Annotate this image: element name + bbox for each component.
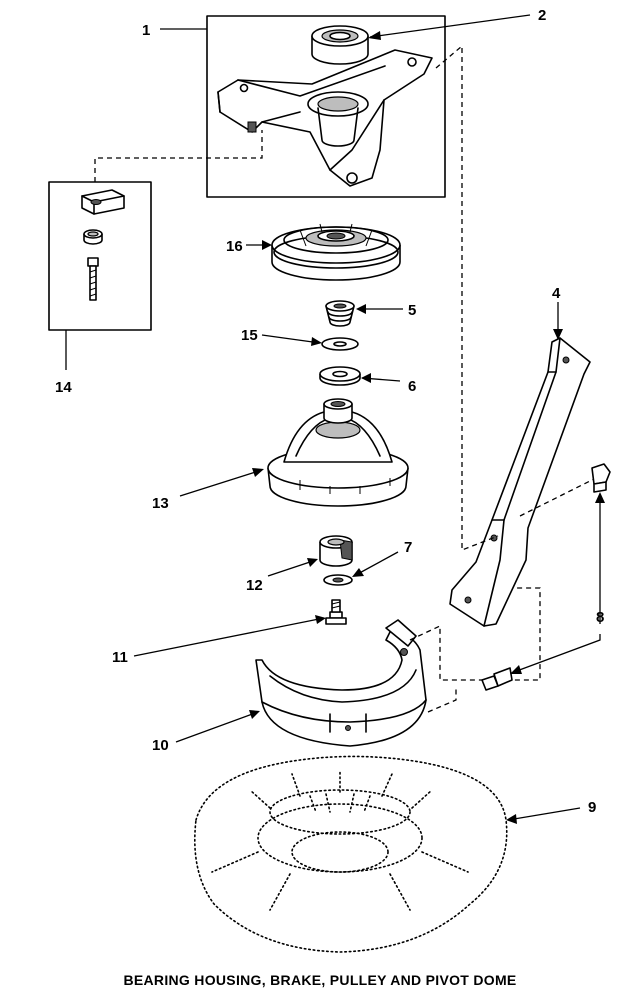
pivot-dome-part [194, 755, 508, 953]
bearing-housing-part [217, 49, 433, 187]
leader-15-arrow [311, 337, 322, 346]
callout-12: 12 [246, 577, 263, 594]
leader-15 [261, 334, 321, 344]
hardware-kit-frame [48, 181, 152, 331]
leader-8-arrow-up [595, 492, 605, 503]
spring-part [325, 300, 355, 327]
callout-14: 14 [55, 379, 72, 396]
hardware-kit-part [81, 189, 125, 301]
washer-6-part [319, 366, 361, 386]
support-bracket-part [449, 337, 591, 627]
callout-5: 5 [408, 302, 416, 319]
callout-15: 15 [241, 327, 258, 344]
leader-10 [175, 711, 259, 743]
leader-8-branch [513, 634, 601, 673]
washer-15-part [321, 337, 359, 351]
leader-9-arrow [506, 814, 517, 824]
callout-9: 9 [588, 799, 596, 816]
leader-13 [179, 469, 263, 497]
leader-13-arrow [252, 468, 264, 477]
hardware-kit-connector [94, 130, 263, 182]
leader-9 [507, 807, 581, 821]
bushing-part [319, 535, 353, 567]
callout-7: 7 [404, 539, 412, 556]
leader-6-arrow [361, 373, 371, 383]
leader-4-arrow [553, 329, 563, 340]
bearing-part [311, 25, 369, 65]
leader-12 [267, 559, 317, 577]
leader-11 [133, 617, 325, 657]
callout-4: 4 [552, 285, 561, 302]
callout-8: 8 [596, 609, 604, 626]
leader-8-arrow-down [510, 665, 522, 674]
washer-7-part [323, 574, 353, 586]
screw-part [325, 599, 347, 625]
brake-band-part [255, 619, 427, 747]
diagram-caption: BEARING HOUSING, BRAKE, PULLEY AND PIVOT… [123, 972, 517, 988]
leader-2-arrow [368, 31, 381, 40]
bolt-upper-part [591, 463, 611, 493]
bearing-housing-frame [206, 15, 446, 198]
leader-16-arrow [262, 240, 272, 250]
brake-drum-part [267, 398, 409, 507]
leader-12-arrow [307, 558, 318, 567]
leader-5-arrow [356, 304, 366, 314]
leader-11-arrow [315, 615, 326, 624]
bracket-connector-lower [427, 686, 457, 713]
pulley-part [271, 223, 401, 281]
callout-13: 13 [152, 495, 169, 512]
bolt-lower-part [481, 667, 513, 691]
callout-16: 16 [226, 238, 243, 255]
leader-10-arrow [249, 710, 260, 719]
leader-7-arrow [352, 568, 364, 577]
callout-2: 2 [538, 7, 546, 24]
callout-6: 6 [408, 378, 416, 395]
callout-11: 11 [112, 649, 128, 666]
leader-2 [369, 14, 531, 38]
callout-10: 10 [152, 737, 169, 754]
callout-1: 1 [142, 22, 150, 39]
